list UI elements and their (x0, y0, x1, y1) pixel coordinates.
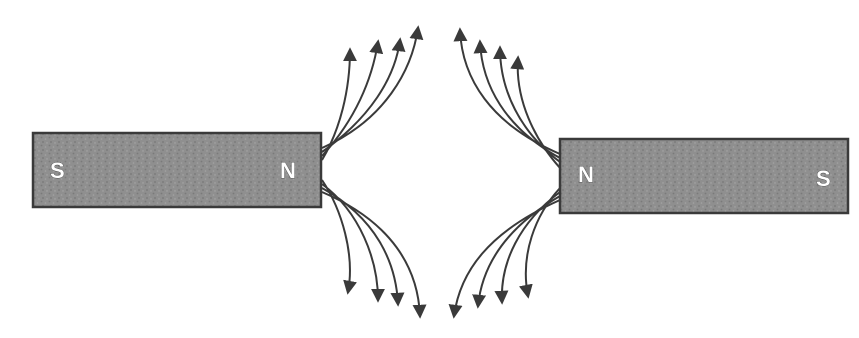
field-line (322, 50, 350, 160)
right-magnet-body (560, 139, 848, 213)
field-line (500, 48, 560, 162)
left-magnet-n-pole-label: N (280, 158, 296, 183)
field-line (526, 188, 560, 296)
left-magnet: S N (33, 133, 321, 207)
field-line (460, 30, 560, 154)
left-lower-field-lines (322, 180, 420, 316)
field-line (454, 200, 560, 316)
right-magnet: N S (560, 139, 848, 213)
right-magnet-s-pole-label: S (816, 166, 831, 191)
right-upper-field-lines (460, 30, 560, 168)
left-magnet-s-pole-label: S (50, 158, 65, 183)
right-magnet-n-pole-label: N (578, 162, 594, 187)
left-upper-field-lines (322, 28, 418, 160)
field-line (322, 188, 398, 304)
field-line (480, 42, 560, 158)
field-line (502, 192, 560, 302)
right-lower-field-lines (454, 188, 560, 316)
left-magnet-body (33, 133, 321, 207)
field-line (478, 196, 560, 306)
